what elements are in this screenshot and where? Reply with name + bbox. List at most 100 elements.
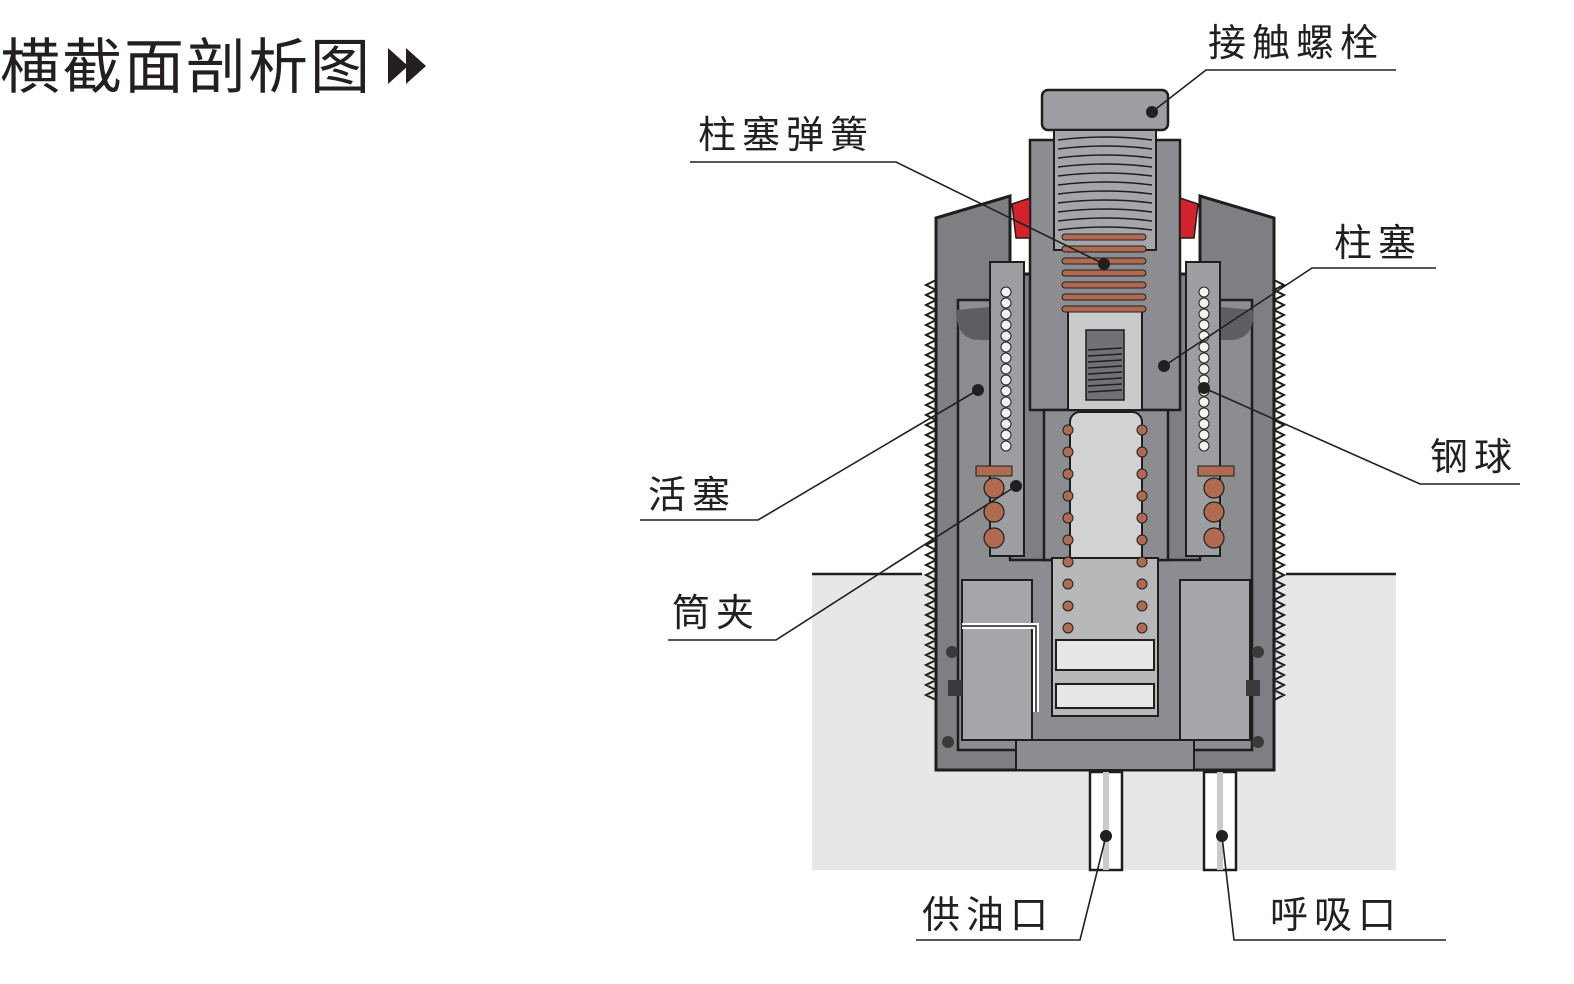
steel-ball: [1000, 374, 1012, 386]
steel-ball: [1000, 319, 1012, 331]
inner-spring-coil: [1087, 383, 1123, 387]
rod-spring-coil: [1062, 556, 1074, 568]
steel-ball: [1198, 352, 1210, 364]
collet: [975, 465, 1235, 549]
steel-ball: [1198, 396, 1210, 408]
spring-coil: [1061, 233, 1147, 241]
steel-ball: [1000, 418, 1012, 430]
inner-spring-coil: [1087, 389, 1123, 393]
inner-spring-coil: [1087, 353, 1123, 357]
collet-ring: [1203, 501, 1225, 523]
steel-ball: [1000, 308, 1012, 320]
label-plunger: 柱塞: [1334, 221, 1422, 265]
leader-lines: [640, 69, 1520, 941]
steel-ball: [1198, 418, 1210, 430]
bolt-thread-line: [1057, 208, 1153, 213]
bolt-thread-line: [1057, 226, 1153, 231]
double-play-arrow-icon: [386, 44, 430, 92]
rod-spring-coil: [1062, 600, 1074, 612]
steel-ball: [1198, 440, 1210, 452]
bolt-thread-line: [1057, 190, 1153, 195]
bolt-thread-line: [1057, 154, 1153, 159]
steel-ball: [1000, 352, 1012, 364]
spring-coil: [1061, 245, 1147, 253]
steel-ball: [1000, 341, 1012, 353]
rod-spring-coil: [1062, 446, 1074, 458]
inner-spring-coil: [1087, 365, 1123, 369]
collet-ring: [1203, 477, 1225, 499]
collet-ring: [1203, 527, 1225, 549]
bolt-thread-line: [1057, 181, 1153, 186]
steel-ball: [1198, 429, 1210, 441]
label-steel-ball: 钢球: [1430, 435, 1518, 479]
steel-ball: [1198, 341, 1210, 353]
bolt-thread-line: [1057, 136, 1153, 141]
inner-spring: [1087, 347, 1123, 393]
steel-ball: [1000, 297, 1012, 309]
collet-cap: [975, 465, 1013, 477]
inner-spring-coil: [1087, 359, 1123, 363]
collet-ring: [983, 527, 1005, 549]
rod-spring-coil: [1062, 534, 1074, 546]
rod-spring-coil: [1062, 578, 1074, 590]
steel-ball: [1000, 363, 1012, 375]
steel-ball: [1198, 407, 1210, 419]
bolt-thread-line: [1057, 145, 1153, 150]
label-contact-bolt: 接触螺栓: [1208, 21, 1384, 65]
rod-spring-coil: [1062, 424, 1074, 436]
collet-ring: [983, 501, 1005, 523]
rod-spring-coil: [1062, 468, 1074, 480]
collet-cap: [1197, 465, 1235, 477]
steel-ball: [1000, 385, 1012, 397]
steel-ball: [1000, 396, 1012, 408]
bolt-thread-line: [1057, 217, 1153, 222]
red-seal: [1011, 196, 1199, 239]
rod-spring-coil: [1136, 578, 1148, 590]
bolt-thread-line: [1057, 172, 1153, 177]
steel-ball: [1198, 286, 1210, 298]
rod: [1051, 411, 1159, 717]
rod-spring-coil: [1136, 556, 1148, 568]
steel-ball: [1198, 297, 1210, 309]
rod-spring: [1062, 424, 1148, 634]
rod-spring-coil: [1136, 490, 1148, 502]
contact-bolt: [1040, 88, 1170, 251]
rod-spring-coil: [1062, 622, 1074, 634]
rod-spring-coil: [1136, 512, 1148, 524]
bolt-thread-line: [1057, 199, 1153, 204]
rod-spring-coil: [1136, 600, 1148, 612]
rod-spring-coil: [1136, 534, 1148, 546]
inner-spring-coil: [1087, 371, 1123, 375]
label-plunger-spring: 柱塞弹簧: [698, 113, 874, 157]
steel-ball: [1000, 407, 1012, 419]
rod-spring-coil: [1062, 490, 1074, 502]
steel-ball: [1000, 429, 1012, 441]
spring-coil: [1061, 293, 1147, 301]
inner-spring-coil: [1087, 377, 1123, 381]
spring-coil: [1061, 269, 1147, 277]
label-oil-supply-port: 供油口: [922, 893, 1054, 937]
label-piston: 活塞: [648, 473, 736, 517]
bolt-thread: [1057, 136, 1153, 231]
bolt-thread-line: [1057, 163, 1153, 168]
label-collet: 筒夹: [672, 591, 760, 635]
steel-ball: [1000, 330, 1012, 342]
spring-coil: [1061, 281, 1147, 289]
collet-ring: [983, 477, 1005, 499]
rod-spring-coil: [1062, 512, 1074, 524]
inner-spring-coil: [1087, 347, 1123, 351]
rod-spring-coil: [1136, 468, 1148, 480]
spring-coil: [1061, 305, 1147, 313]
rod-spring-coil: [1136, 622, 1148, 634]
steel-ball: [1198, 308, 1210, 320]
page-title: 横截面剖析图: [0, 28, 430, 108]
steel-ball: [1198, 319, 1210, 331]
rod-spring-coil: [1136, 424, 1148, 436]
steel-ball: [1000, 286, 1012, 298]
plunger-spring: [1061, 233, 1147, 313]
page-title-text: 横截面剖析图: [0, 33, 372, 103]
label-breathing-port: 呼吸口: [1270, 893, 1402, 937]
rod-spring-coil: [1136, 446, 1148, 458]
steel-ball: [1198, 363, 1210, 375]
